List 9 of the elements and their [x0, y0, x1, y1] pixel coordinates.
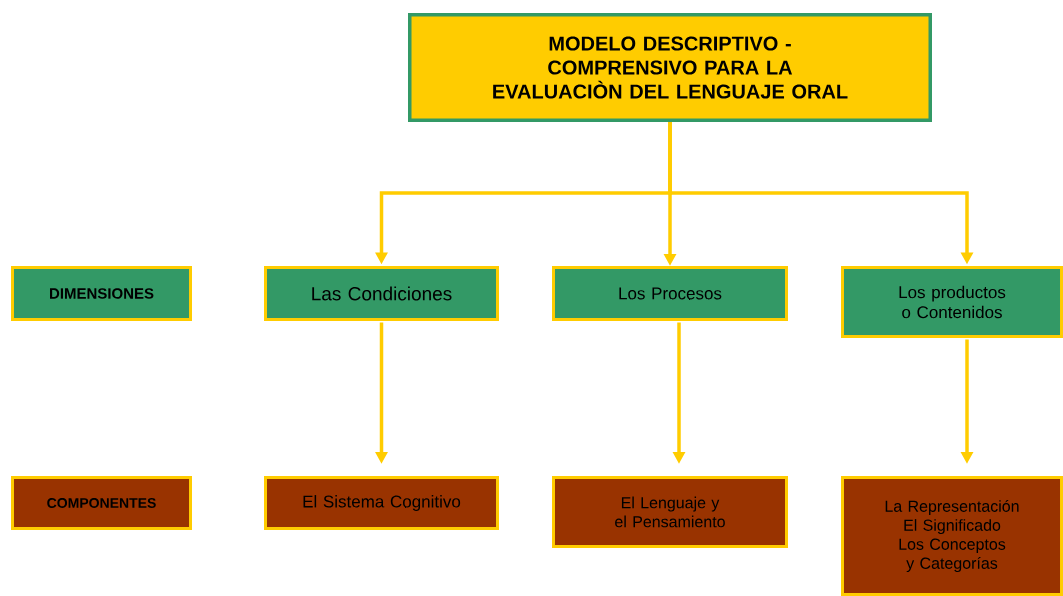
- dimension-box: Los Procesos: [552, 266, 788, 321]
- dimension-box: Las Condiciones: [264, 266, 499, 321]
- component-box: El Sistema Cognitivo: [264, 476, 499, 530]
- dimension-box: Los productos o Contenidos: [841, 266, 1063, 338]
- row-header-box: DIMENSIONES: [11, 266, 192, 321]
- title-box: MODELO DESCRIPTIVO - COMPRENSIVO PARA LA EVALUACIÒN DEL LENGUAJE ORAL: [408, 13, 932, 122]
- component-box: La Representación El Significado Los Conceptos y Categorías: [841, 476, 1063, 596]
- row-header-box: COMPONENTES: [11, 476, 192, 530]
- component-box: El Lenguaje y el Pensamiento: [552, 476, 788, 548]
